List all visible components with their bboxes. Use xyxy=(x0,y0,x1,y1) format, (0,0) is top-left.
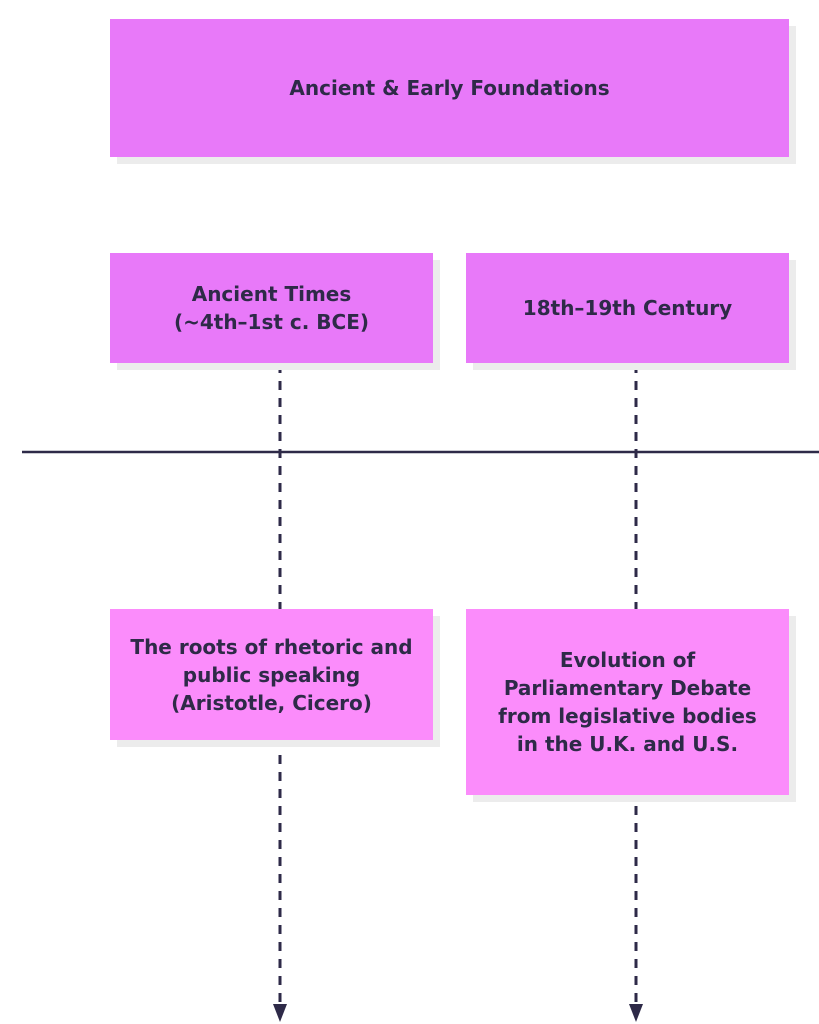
arrowhead-icon xyxy=(273,1004,287,1022)
detail-text: Evolution of Parliamentary Debate from l… xyxy=(498,648,757,756)
period-label: Ancient Times (~4th–1st c. BCE) xyxy=(173,282,370,334)
period-box-ancient: Ancient Times (~4th–1st c. BCE) xyxy=(110,253,433,363)
detail-text: The roots of rhetoric and public speakin… xyxy=(130,634,413,715)
detail-box-rhetoric: The roots of rhetoric and public speakin… xyxy=(110,609,433,740)
section-header: Ancient & Early Foundations xyxy=(110,19,789,157)
detail-box-parliamentary: Evolution of Parliamentary Debate from l… xyxy=(466,609,789,795)
section-title: Ancient & Early Foundations xyxy=(289,76,610,100)
arrowhead-icon xyxy=(629,1004,643,1022)
period-box-18th-19th: 18th–19th Century xyxy=(466,253,789,363)
period-label: 18th–19th Century xyxy=(522,296,733,320)
